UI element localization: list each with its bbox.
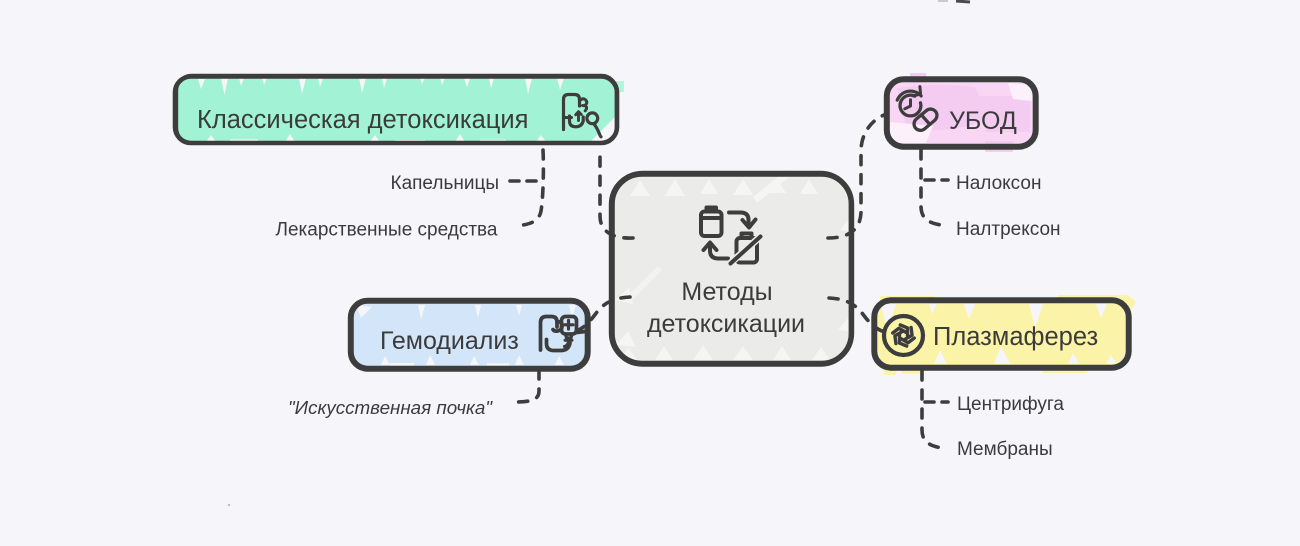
svg-text:Капельницы: Капельницы: [391, 173, 500, 194]
svg-text:Методы: Методы: [681, 278, 772, 306]
svg-text:Плазмаферез: Плазмаферез: [933, 323, 1098, 351]
svg-text:детоксикации: детоксикации: [647, 310, 805, 338]
svg-text:Центрифуга: Центрифуга: [957, 394, 1064, 415]
svg-text:Налоксон: Налоксон: [956, 173, 1041, 194]
svg-text:"Искусственная почка": "Искусственная почка": [288, 397, 493, 418]
svg-text:УБОД: УБОД: [949, 107, 1017, 135]
svg-text:Мембраны: Мембраны: [957, 439, 1053, 460]
svg-text:Налтрексон: Налтрексон: [956, 219, 1061, 240]
svg-text:Гемодиализ: Гемодиализ: [380, 327, 519, 355]
svg-text:Классическая детоксикация: Классическая детоксикация: [197, 106, 528, 134]
svg-text:Лекарственные средства: Лекарственные средства: [276, 220, 498, 241]
